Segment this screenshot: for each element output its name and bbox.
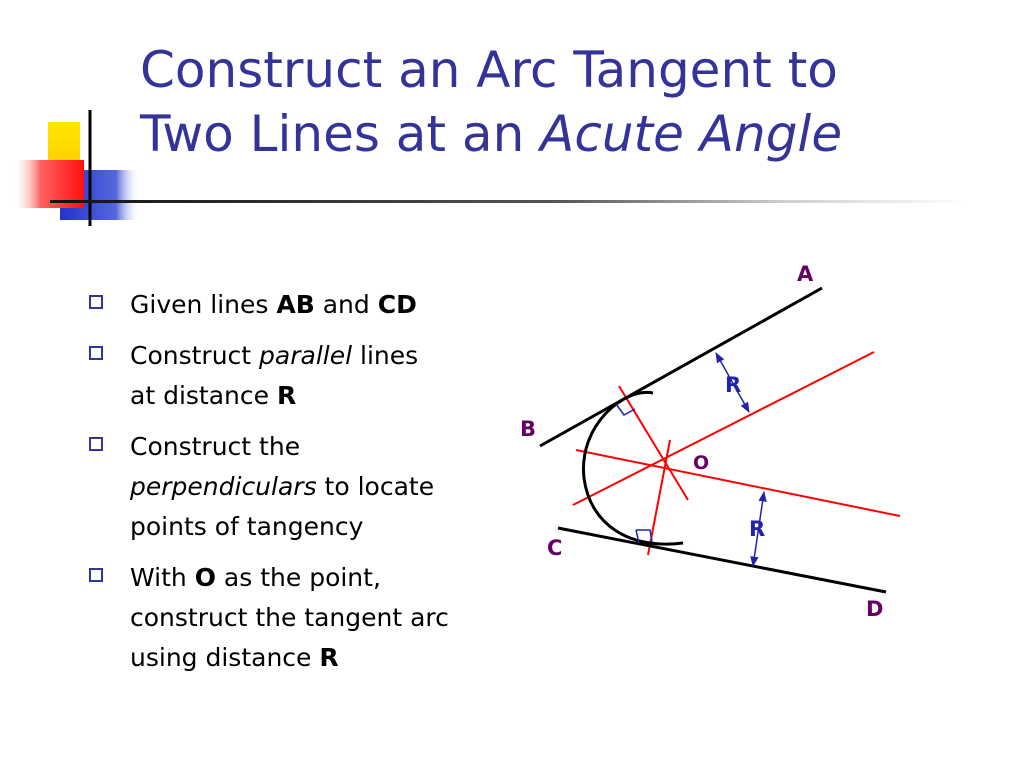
label-a: A bbox=[797, 262, 814, 286]
checkbox-bullet-icon bbox=[89, 568, 103, 582]
title-line-2: Two Lines at an bbox=[140, 105, 541, 163]
checkbox-bullet-icon bbox=[89, 437, 103, 451]
label-r-bottom: R bbox=[749, 517, 765, 541]
parallel-line-ab bbox=[572, 351, 875, 506]
bullet-list: Given lines AB and CD Construct parallel… bbox=[86, 285, 526, 689]
right-angle-mark-ab bbox=[615, 403, 636, 416]
yellow-square bbox=[48, 122, 80, 164]
perpendicular-to-ab bbox=[618, 385, 689, 501]
label-r-top: R bbox=[725, 373, 741, 397]
right-angle-mark-cd bbox=[635, 529, 640, 544]
tangent-arc bbox=[582, 390, 684, 546]
distance-arrow-bottom bbox=[750, 490, 767, 568]
bullet-item: With O as the point, construct the tange… bbox=[86, 558, 526, 678]
distance-arrow-top bbox=[715, 352, 750, 413]
tangent-arc-diagram: A B C D O R R bbox=[520, 262, 901, 621]
title-italic: Acute Angle bbox=[540, 105, 843, 163]
line-cd bbox=[557, 526, 887, 594]
bullet-item: Construct parallel lines at distance R bbox=[86, 336, 526, 416]
right-angle-mark-cd-2 bbox=[636, 529, 653, 543]
title-underline bbox=[50, 200, 970, 203]
label-d: D bbox=[866, 597, 883, 621]
label-o: O bbox=[693, 452, 709, 474]
checkbox-bullet-icon bbox=[89, 346, 103, 360]
label-c: C bbox=[547, 536, 562, 560]
parallel-line-cd bbox=[575, 449, 901, 517]
bullet-item: Given lines AB and CD bbox=[86, 285, 526, 325]
title-line-1: Construct an Arc Tangent to bbox=[140, 41, 838, 99]
line-ab bbox=[539, 286, 823, 448]
page-title: Construct an Arc Tangent to Two Lines at… bbox=[140, 38, 1020, 166]
label-b: B bbox=[520, 417, 536, 441]
bullet-item: Construct the perpendiculars to locate p… bbox=[86, 427, 526, 547]
checkbox-bullet-icon bbox=[89, 295, 103, 309]
